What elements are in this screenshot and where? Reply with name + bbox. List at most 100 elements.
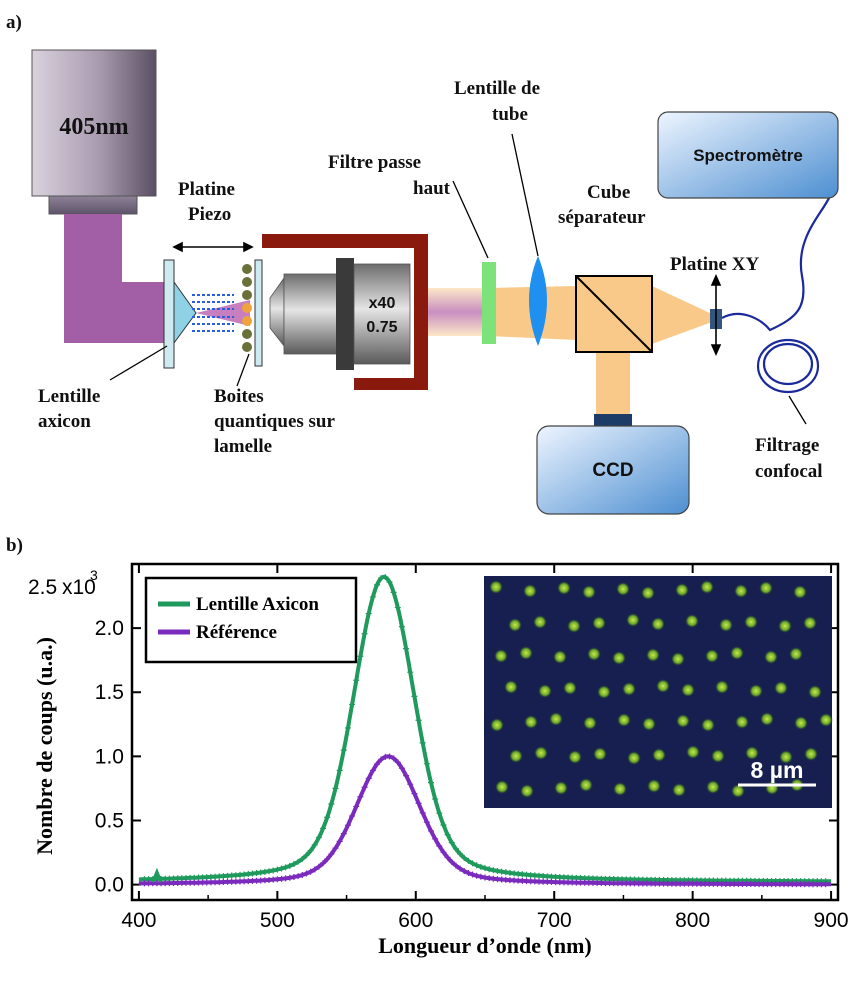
series-marker-1 xyxy=(299,871,306,878)
fluorescent-spot-71 xyxy=(613,782,627,796)
legend-label-axicon: Lentille Axicon xyxy=(196,594,319,615)
piezo-arrow xyxy=(172,241,254,253)
ccd-connector xyxy=(594,414,632,426)
fluorescent-spot-39 xyxy=(681,683,695,697)
series-marker-1 xyxy=(290,874,297,881)
fluorescent-spot-35 xyxy=(563,681,577,695)
series-marker-0 xyxy=(382,574,389,581)
fluorescent-spot-19 xyxy=(744,615,758,629)
series-marker-0 xyxy=(415,717,422,724)
fluorescent-spot-11 xyxy=(508,618,522,632)
fluorescent-spot-0 xyxy=(489,580,503,594)
fluorescent-spot-65 xyxy=(779,750,793,764)
series-marker-1 xyxy=(444,854,451,861)
fluorescent-spot-32 xyxy=(789,647,803,661)
series-marker-0 xyxy=(390,589,397,596)
series-marker-1 xyxy=(448,858,455,865)
fluorescent-spot-10 xyxy=(793,585,807,599)
fluorescent-spot-1 xyxy=(523,584,537,598)
series-marker-0 xyxy=(369,593,376,600)
fluorescent-spot-14 xyxy=(592,616,606,630)
fluorescent-spot-2 xyxy=(557,581,571,595)
fluorescent-spot-4 xyxy=(616,582,630,596)
series-marker-0 xyxy=(411,693,418,700)
objective: x40 0.75 xyxy=(269,258,411,370)
series-marker-0 xyxy=(353,677,360,684)
fluorescent-spot-45 xyxy=(524,715,538,729)
series-marker-0 xyxy=(261,868,268,875)
fluorescent-spot-66 xyxy=(804,747,818,761)
legend-label-reference: Référence xyxy=(196,622,277,643)
fluorescent-spot-62 xyxy=(686,745,700,759)
series-marker-0 xyxy=(340,747,347,754)
series-marker-0 xyxy=(444,831,451,838)
series-marker-1 xyxy=(324,856,331,863)
series-marker-1 xyxy=(303,870,310,877)
fluorescent-spot-26 xyxy=(612,651,626,665)
cube-label-2: séparateur xyxy=(558,207,646,228)
series-marker-1 xyxy=(320,860,327,867)
series-marker-0 xyxy=(440,821,447,828)
y-tick-label-1.0: 1.0 xyxy=(95,745,124,768)
series-marker-1 xyxy=(398,765,405,772)
boites-label-2: quantiques sur xyxy=(214,411,335,432)
fluorescent-spot-54 xyxy=(794,716,808,730)
series-marker-1 xyxy=(361,784,368,791)
fluorescent-spot-43 xyxy=(808,685,822,699)
y-tick-label-1.5: 1.5 xyxy=(95,681,124,704)
series-marker-0 xyxy=(423,760,430,767)
fluorescent-spot-63 xyxy=(711,749,725,763)
series-marker-0 xyxy=(378,575,385,582)
series-marker-1 xyxy=(407,781,414,788)
filtre-label-2: haut xyxy=(413,178,451,199)
fluorescent-spot-70 xyxy=(579,778,593,792)
laser-beam xyxy=(64,214,166,343)
filtrage-pointer xyxy=(788,395,807,425)
fluorescent-spot-48 xyxy=(617,713,631,727)
cube-label-1: Cube xyxy=(587,182,630,203)
axicon-label-1: Lentille xyxy=(38,386,100,407)
series-marker-1 xyxy=(432,835,439,842)
platine-xy-label: Platine XY xyxy=(670,254,759,275)
series-marker-0 xyxy=(465,857,472,864)
bessel-fringes xyxy=(192,294,234,332)
series-marker-0 xyxy=(394,604,401,611)
fluorescent-spot-25 xyxy=(587,647,601,661)
collimated-beam xyxy=(428,288,488,336)
fluorescent-spot-75 xyxy=(731,784,745,798)
fluorescent-spot-56 xyxy=(509,749,523,763)
fluorescent-spot-16 xyxy=(651,617,665,631)
fluorescent-spot-21 xyxy=(803,616,817,630)
fluorescent-spot-64 xyxy=(745,746,759,760)
series-marker-0 xyxy=(486,866,493,873)
series-marker-0 xyxy=(357,653,364,660)
series-marker-1 xyxy=(436,842,443,849)
fluorescent-spot-53 xyxy=(760,712,774,726)
focused-beam xyxy=(652,286,712,344)
filtre-pointer xyxy=(452,180,489,259)
fluorescent-spot-69 xyxy=(554,781,568,795)
series-marker-1 xyxy=(482,874,488,881)
series-marker-0 xyxy=(328,801,335,808)
fluorescent-spot-46 xyxy=(549,712,563,726)
platine-piezo-label-1: Platine xyxy=(178,179,235,200)
series-marker-1 xyxy=(282,875,289,882)
fluorescent-spot-8 xyxy=(734,584,748,598)
y-scale-exponent: 3 xyxy=(90,567,98,583)
lentille-tube-label-1: Lentille de xyxy=(454,78,540,99)
fluorescent-spot-27 xyxy=(646,648,660,662)
fluorescent-spot-50 xyxy=(676,714,690,728)
fluorescent-spot-41 xyxy=(749,684,763,698)
fiber-loop-1 xyxy=(756,338,820,394)
series-marker-1 xyxy=(403,772,410,779)
series-marker-1 xyxy=(461,868,468,875)
objective-magnification: x40 xyxy=(369,295,396,312)
series-marker-0 xyxy=(282,864,289,871)
x-tick-label-800: 800 xyxy=(675,909,710,932)
series-marker-0 xyxy=(336,767,343,774)
fluorescent-spot-6 xyxy=(675,583,689,597)
filtre-label-1: Filtre passe xyxy=(328,152,421,173)
y-tick-label-0.5: 0.5 xyxy=(95,809,124,832)
